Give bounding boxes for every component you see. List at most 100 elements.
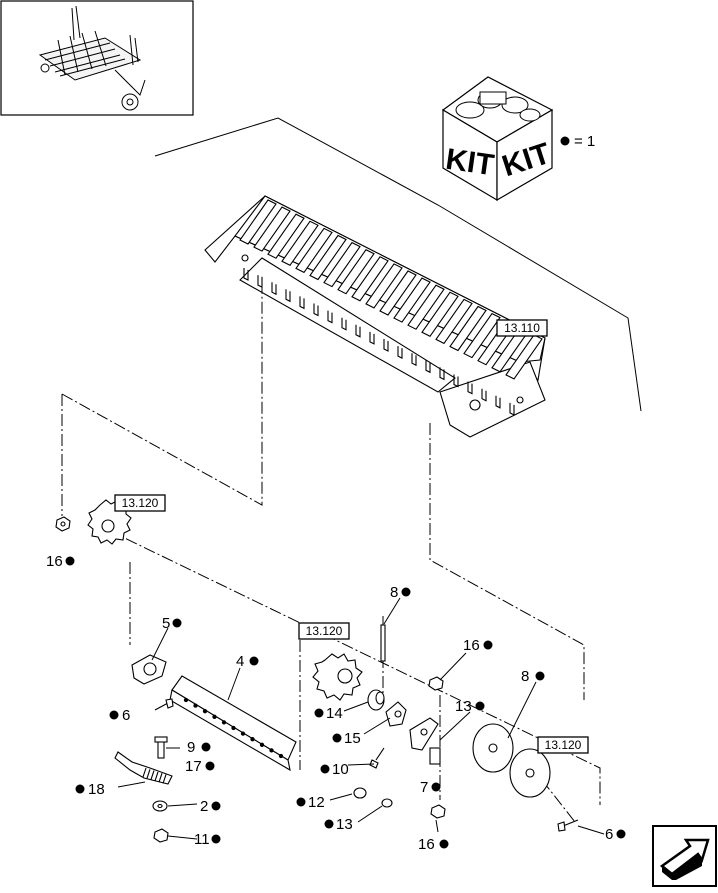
kit-box-label-left: KIT	[444, 143, 496, 182]
conveyor-slat	[407, 284, 445, 330]
bar-hole	[221, 720, 227, 725]
bracket-13	[409, 717, 439, 751]
ref-box-13120-a[interactable]: 13.120	[114, 494, 166, 512]
washer-2	[152, 800, 168, 812]
svg-text:6: 6	[122, 707, 130, 724]
ref-box-13120-c[interactable]: 13.120	[537, 736, 589, 754]
bar-hole	[240, 731, 246, 736]
handle-18	[114, 751, 173, 785]
bar-hole	[269, 748, 274, 753]
callout-4: 4	[236, 653, 259, 670]
kit-dot-icon	[172, 618, 182, 628]
grip-ridge	[146, 769, 151, 779]
kit-dot-icon	[205, 761, 215, 771]
callout-13a: 13	[455, 698, 485, 715]
grip-ridge	[142, 767, 147, 778]
callouts: 16 5 4 6 8 16 8 13 14 15 9 17 10 7 18 2 …	[46, 553, 626, 853]
ref-label-13120-c: 13.120	[545, 738, 582, 752]
conveyor-tine	[383, 339, 389, 352]
grip-ridge	[154, 771, 159, 782]
svg-text:18: 18	[88, 781, 105, 798]
conveyor-tine	[425, 360, 431, 374]
bushing-14	[367, 689, 385, 711]
bar-hole	[250, 737, 255, 742]
overview-thumbnail	[0, 0, 194, 116]
kit-dot-icon	[483, 640, 493, 650]
conveyor-tine	[495, 395, 501, 409]
conveyor-tine	[411, 353, 417, 367]
conveyor-tine	[355, 324, 361, 338]
bearing-5	[131, 654, 167, 685]
bar-hole	[202, 709, 208, 714]
svg-text:9: 9	[187, 739, 195, 756]
conveyor-slat	[505, 334, 543, 380]
callout-16b: 16	[463, 637, 493, 654]
bolt-10	[369, 747, 385, 769]
kit-dot-icon	[65, 556, 75, 566]
conveyor-slat	[449, 305, 487, 352]
bolt-9	[154, 736, 168, 759]
svg-text:6: 6	[605, 826, 613, 843]
ref-label-13120-a: 13.120	[122, 496, 159, 510]
bar-4	[169, 675, 297, 772]
bar-hole	[231, 725, 236, 731]
conveyor-slat	[253, 206, 291, 252]
ref-box-13120-b[interactable]: 13.120	[298, 622, 350, 640]
parts	[55, 499, 579, 843]
next-page-button[interactable]	[652, 825, 717, 887]
washer-12	[353, 787, 367, 799]
svg-text:7: 7	[420, 779, 428, 796]
conveyor-slat	[309, 234, 347, 281]
conveyor-tine	[509, 402, 515, 416]
grip-ridge	[158, 773, 163, 783]
svg-text:13: 13	[336, 816, 353, 833]
bolt-7	[429, 747, 441, 765]
conveyor-tine	[285, 289, 291, 303]
ref-box-13110[interactable]: 13.110	[496, 319, 548, 337]
callout-16c: 16	[418, 836, 449, 853]
svg-text:15: 15	[344, 730, 361, 747]
kit-dot-icon	[211, 801, 221, 811]
conveyor-tine	[271, 282, 277, 296]
conveyor-slat	[435, 298, 473, 345]
callout-6b: 6	[605, 826, 626, 843]
washer-13b	[381, 798, 393, 808]
conveyor-tine	[243, 268, 249, 281]
bolt-6a	[154, 698, 174, 711]
callout-10: 10	[320, 761, 349, 778]
svg-text:12: 12	[308, 794, 325, 811]
kit-dot-icon	[296, 797, 306, 807]
svg-text:14: 14	[326, 705, 343, 722]
arrow-icon	[659, 838, 710, 880]
callout-6a: 6	[109, 707, 130, 724]
conveyor-slat	[351, 256, 389, 302]
kit-dot-icon	[109, 710, 119, 720]
conveyor-tine	[341, 317, 347, 331]
kit-dot-icon	[475, 701, 485, 711]
svg-text:11: 11	[194, 831, 210, 848]
callout-12: 12	[296, 794, 325, 811]
svg-text:4: 4	[236, 653, 244, 670]
guide-lines	[154, 117, 642, 412]
callout-13b: 13	[324, 816, 353, 833]
conveyor-slat	[365, 263, 403, 309]
callout-2: 2	[200, 798, 221, 815]
svg-text:8: 8	[521, 668, 529, 685]
conveyor-slat	[337, 248, 375, 295]
sprocket-middle	[312, 653, 363, 701]
nut-16b	[428, 676, 444, 691]
svg-text:16: 16	[46, 553, 63, 570]
kit-dot-icon	[249, 656, 259, 666]
kit-dot-icon	[431, 782, 441, 792]
kit-dot-icon	[332, 733, 342, 743]
conveyor-slat	[239, 199, 277, 245]
conveyor-tine	[481, 388, 487, 402]
conveyor-assembly	[204, 195, 546, 438]
bar-hole	[278, 753, 284, 759]
grip-ridge	[150, 770, 155, 780]
nut-16a	[55, 516, 71, 532]
kit-dot-icon	[201, 742, 211, 752]
callout-8a: 8	[390, 584, 411, 601]
bar-hole	[212, 714, 217, 719]
conveyor-slat	[267, 213, 305, 259]
